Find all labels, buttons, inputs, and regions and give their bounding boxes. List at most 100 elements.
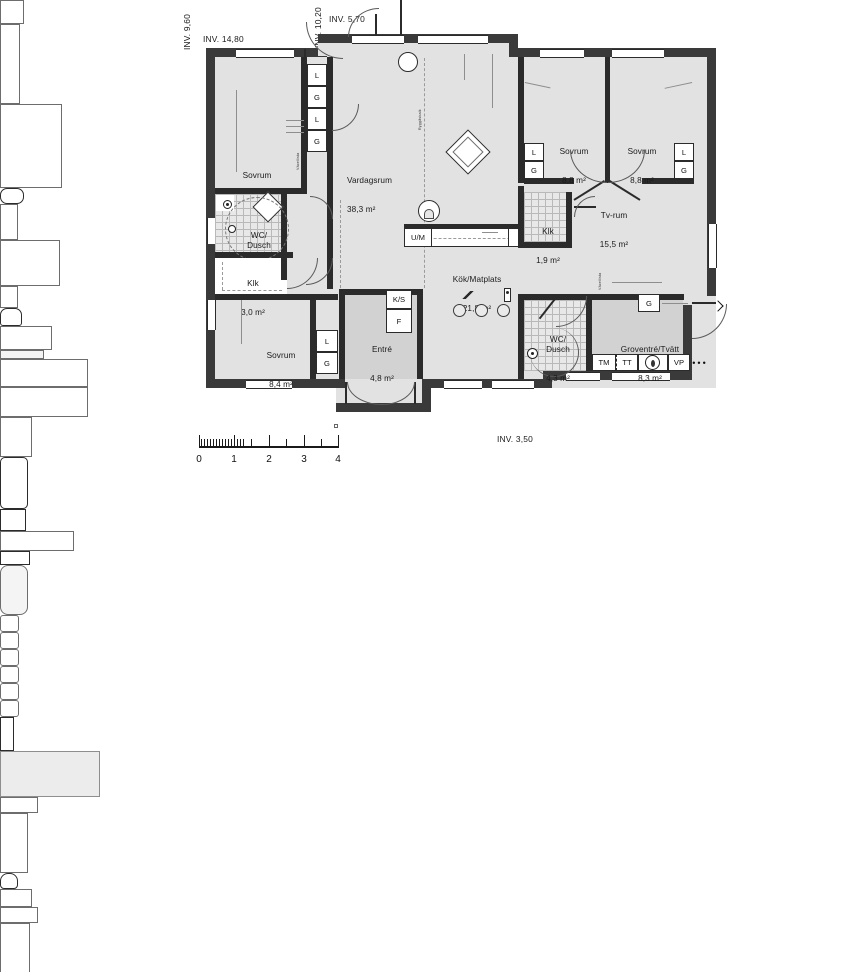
entry-door-leaf-right bbox=[414, 382, 416, 404]
wardrobe-g-2: G bbox=[307, 130, 327, 152]
door-leaf-terrace-2 bbox=[400, 0, 402, 36]
wardrobe-l-4: L bbox=[524, 143, 544, 161]
headboard-ne-2 bbox=[0, 907, 38, 923]
sink-line bbox=[482, 232, 498, 233]
annotation-ryggasbalk: Ryggåsbalk bbox=[418, 109, 422, 130]
interior-wall-hall-east bbox=[327, 57, 333, 289]
laundry-basin-drain bbox=[651, 360, 655, 367]
room-label-groventre: Groventré/Tvätt 8,3 m² bbox=[620, 345, 680, 383]
bar-stool-1 bbox=[453, 304, 466, 317]
nightstand-nw bbox=[0, 0, 24, 24]
sofa-seam-3 bbox=[492, 80, 493, 108]
sofa-seam-2 bbox=[492, 54, 493, 80]
room-label-entre: Entré 4,8 m² bbox=[370, 345, 394, 383]
side-door-leaf bbox=[692, 302, 716, 304]
interior-wall-klk-e-south bbox=[518, 242, 572, 248]
window-sovrum-sw-south bbox=[246, 380, 292, 389]
interior-wall-entre-north bbox=[339, 289, 423, 295]
exterior-wall-east-lower bbox=[683, 296, 692, 380]
interior-wall-sovrum-ne-mid bbox=[605, 57, 610, 183]
window-tv-rum-east bbox=[708, 224, 717, 268]
appliance-vp: VP bbox=[668, 354, 690, 371]
exterior-wall-porch-bottom bbox=[336, 403, 431, 412]
appliance-tm: TM bbox=[592, 354, 616, 371]
sofa-seat bbox=[0, 387, 88, 417]
shelf-line-2 bbox=[286, 126, 304, 127]
scale-tick-3 bbox=[304, 435, 306, 448]
exterior-wall-bottom-notch-e bbox=[422, 379, 431, 412]
scale-label-1: 1 bbox=[231, 454, 237, 465]
chair-sw bbox=[0, 308, 22, 326]
scale-tick-3h bbox=[321, 439, 323, 447]
window-vardagsrum-2 bbox=[418, 35, 488, 44]
plant-vardagsrum bbox=[398, 52, 418, 72]
interior-wall-sovrum-ne2-south bbox=[642, 178, 694, 184]
window-wc-dusch-se bbox=[566, 372, 600, 381]
door-leaf-hall-3 bbox=[330, 104, 332, 130]
coffee-table bbox=[0, 457, 28, 509]
interior-wall-sovrum-nw-south bbox=[215, 188, 307, 194]
wardrobe-l-2: L bbox=[307, 108, 327, 130]
kitchen-counter-dash bbox=[409, 238, 535, 239]
interior-wall-sovrum-ne-south bbox=[524, 178, 574, 184]
dining-chair-r1 bbox=[0, 666, 19, 683]
scale-label-2: 2 bbox=[266, 454, 272, 465]
fireplace-opening bbox=[424, 209, 434, 219]
dimension-inv-5-70: INV. 5,70 bbox=[329, 14, 365, 24]
interior-wall-klk-w-east bbox=[281, 258, 287, 280]
room-label-sovrum-sw: Sovrum 8,4 m² bbox=[266, 351, 296, 389]
dining-table bbox=[0, 565, 28, 615]
dimension-inv-14-80: INV. 14,80 bbox=[203, 34, 244, 44]
dimension-inv-9-60: INV. 9,60 bbox=[182, 14, 192, 50]
interior-wall-wc-se-east bbox=[586, 300, 592, 371]
interior-wall-klk-e-east bbox=[566, 192, 572, 248]
island-tap-dot bbox=[506, 291, 509, 294]
scale-hatch bbox=[201, 439, 245, 446]
door-leaf-hall-2 bbox=[330, 258, 332, 282]
exterior-wall-bottom-step bbox=[543, 371, 552, 388]
toilet-nw bbox=[0, 188, 24, 204]
front-porch bbox=[0, 751, 100, 797]
interior-wall-klk-w-south bbox=[215, 294, 293, 300]
dining-chair-r3 bbox=[0, 700, 19, 717]
island-tap bbox=[504, 288, 511, 302]
interior-wall-sovrum-nw-east bbox=[301, 57, 307, 194]
scale-tick-2h bbox=[286, 439, 288, 447]
wardrobe-g-1: G bbox=[307, 86, 327, 108]
desk-sw bbox=[0, 326, 52, 350]
bar-stool-2 bbox=[475, 304, 488, 317]
door-swing-terrace bbox=[348, 8, 379, 37]
interior-wall-wc-se-west bbox=[518, 294, 524, 379]
exterior-wall-notch-east bbox=[509, 34, 518, 57]
dining-chair-r2 bbox=[0, 683, 19, 700]
bed-side-nw bbox=[0, 24, 20, 104]
appliance-f: F bbox=[386, 309, 412, 333]
kitchen-island bbox=[0, 531, 74, 551]
room-label-wc-dusch-se: WC/Dusch 4,3 m² bbox=[546, 335, 570, 383]
wardrobe-g-4: G bbox=[524, 161, 544, 179]
shelf-line-1 bbox=[286, 132, 304, 133]
appliance-tt: TT bbox=[616, 354, 638, 371]
interior-wall-sovrum-sw-east bbox=[310, 300, 316, 379]
sofa-back bbox=[0, 359, 88, 387]
dining-chair-l3 bbox=[0, 649, 19, 666]
floor-plan-canvas: INV. 14,80 INV. 10,20 INV. 5,70 INV. 9,6… bbox=[0, 0, 727, 972]
wardrobe-l-1: L bbox=[307, 64, 327, 86]
bed-nw bbox=[0, 104, 62, 188]
wardrobe-l-3: L bbox=[316, 330, 338, 352]
floor-klk-e bbox=[524, 192, 572, 242]
scale-tick-1 bbox=[234, 435, 236, 448]
annotation-vaxelkista-1: Växellista bbox=[296, 152, 300, 170]
interior-wall-klk-e-west bbox=[518, 186, 524, 248]
scale-label-4: 4 bbox=[335, 454, 341, 465]
wardrobe-g-6: G bbox=[638, 294, 660, 312]
wardrobe-g-5: G bbox=[674, 161, 694, 179]
cooktop-mark bbox=[456, 291, 480, 299]
interior-wall-sovrum-sw-north bbox=[293, 294, 338, 300]
floor-klk-w bbox=[215, 258, 287, 294]
porch-post bbox=[334, 424, 338, 428]
window-matplats-1 bbox=[444, 380, 482, 389]
shelf-line-3 bbox=[286, 120, 304, 121]
room-label-klk-e: Klk 1,9 m² bbox=[536, 227, 560, 265]
appliance-extra-dots: ••• bbox=[692, 357, 708, 368]
